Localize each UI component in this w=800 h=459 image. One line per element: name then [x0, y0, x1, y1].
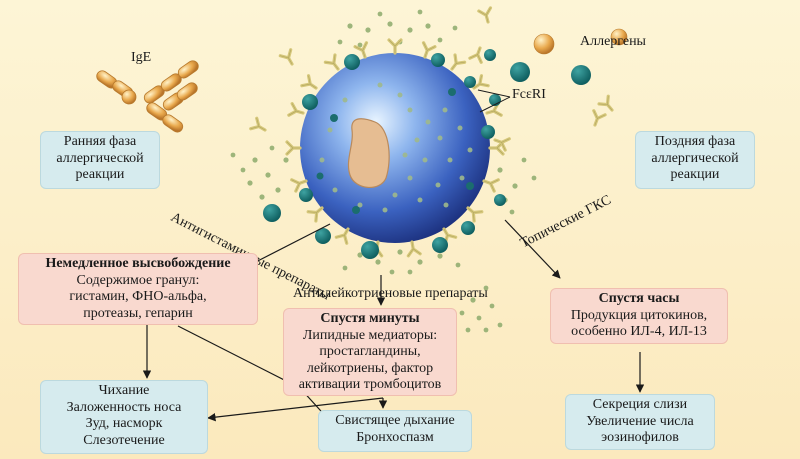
immediate-line-3: протеазы, гепарин — [83, 305, 193, 321]
symptom-wheezing: Свистящее дыхание — [335, 413, 455, 428]
hours-line-1: Продукция цитокинов, — [570, 307, 708, 323]
early-phase-line-1: Ранняя фаза — [63, 134, 137, 149]
intracellular-dark-granules — [316, 88, 474, 214]
late-phase-line-3: реакции — [670, 167, 720, 182]
minutes-line-4: активации тромбоцитов — [298, 377, 442, 392]
upper-airway-symptoms-box: Чихание Заложенность носа Зуд, насморк С… — [40, 380, 208, 454]
ige-label: IgE — [131, 50, 152, 65]
hours-line-2: особенно ИЛ-4, ИЛ-13 — [571, 324, 707, 339]
released-granules — [230, 9, 537, 333]
hours-title: Спустя часы — [598, 291, 680, 306]
minutes-box: Спустя минуты Липидные медиаторы: проста… — [283, 308, 457, 396]
intracellular-granules — [319, 82, 473, 213]
ige-antibody-cluster — [96, 60, 199, 133]
minutes-line-2: простагландины, — [319, 344, 421, 359]
symptom-lacrimation: Слезотечение — [83, 432, 165, 448]
symptom-sneezing: Чихание — [98, 383, 150, 398]
symptom-itch-rhinorrhea: Зуд, насморк — [85, 416, 163, 431]
antileukotriene-label: Антилейкотриеновые препараты — [293, 286, 488, 301]
late-phase-box: Поздняя фаза аллергической реакции — [635, 131, 755, 189]
symptom-eosinophil-increase-1: Увеличение числа — [586, 413, 694, 429]
mast-cell — [300, 53, 490, 243]
immediate-release-box: Немедленное высвобождение Содержимое гра… — [18, 253, 258, 325]
late-phase-line-1: Поздняя фаза — [654, 134, 736, 149]
hours-box: Спустя часы Продукция цитокинов, особенн… — [550, 288, 728, 344]
fceri-label: FcεRI — [512, 87, 546, 102]
early-phase-line-2: аллергической — [56, 150, 144, 166]
fceri-pointer — [477, 89, 511, 113]
early-phase-box: Ранняя фаза аллергической реакции — [40, 131, 160, 189]
immediate-line-1: Содержимое гранул: — [76, 272, 200, 288]
allergens-label: Аллергены — [580, 34, 646, 49]
immediate-line-2: гистамин, ФНО-альфа, — [69, 289, 207, 304]
symptom-bronchospasm: Бронхоспазм — [356, 429, 434, 445]
lower-airway-symptoms-box: Свистящее дыхание Бронхоспазм — [318, 410, 472, 452]
late-symptoms-box: Секреция слизи Увеличение числа эозинофи… — [565, 394, 715, 450]
early-phase-line-3: реакции — [75, 167, 125, 182]
symptom-nasal-congestion: Заложенность носа — [66, 399, 182, 415]
symptom-mucus-secretion: Секреция слизи — [592, 397, 688, 412]
dark-granules — [263, 49, 591, 259]
minutes-line-3: лейкотриены, фактор — [306, 360, 434, 376]
minutes-line-1: Липидные медиаторы: — [302, 327, 438, 343]
cell-nucleus — [347, 118, 390, 188]
minutes-title: Спустя минуты — [320, 311, 420, 326]
immediate-release-title: Немедленное высвобождение — [45, 256, 231, 271]
symptom-eosinophil-increase-2: эозинофилов — [601, 430, 679, 445]
late-phase-line-2: аллергической — [651, 150, 739, 166]
allergen-spheres — [533, 28, 628, 55]
